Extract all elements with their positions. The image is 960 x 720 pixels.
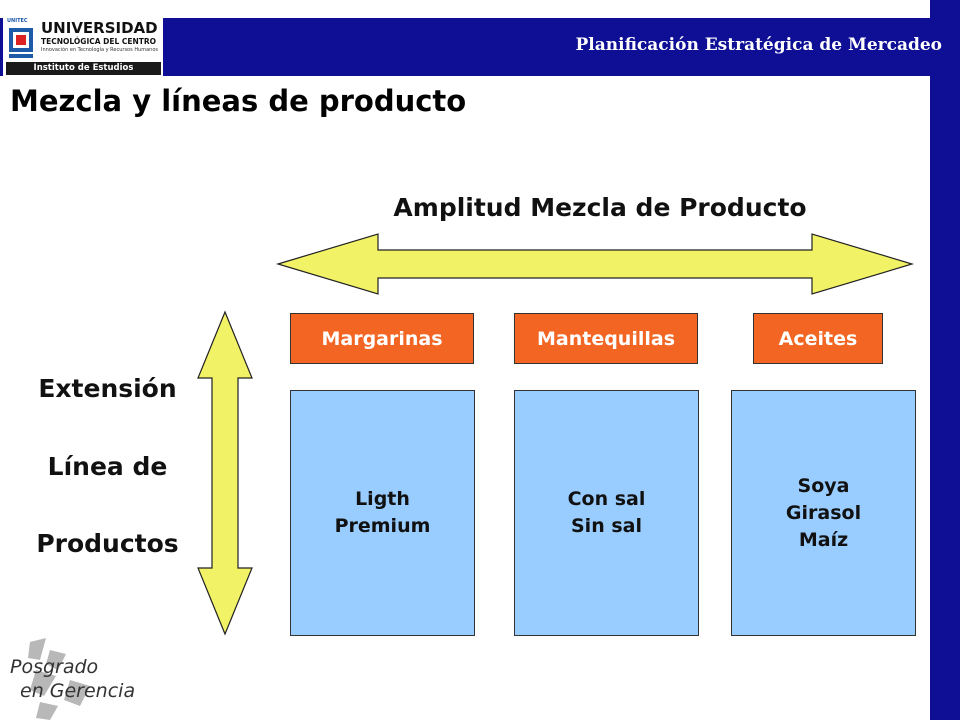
product-box-mantequillas: Con sal Sin sal [514,390,699,636]
logo-institute-name: Instituto de Estudios Gerenciales [6,62,161,86]
product-box-margarinas: Ligth Premium [290,390,475,636]
product-item: Con sal [567,488,646,510]
logo-university-subtitle: TECNOLÓGICA DEL CENTRO [41,37,157,46]
length-label-line-3: Productos [36,529,179,558]
length-label-line-2: Línea de [47,452,168,481]
product-item: Premium [334,515,431,537]
length-label-line-1: Extensión [38,374,177,403]
logo-badge: UNITEC [7,18,28,24]
course-title: Planificación Estratégica de Mercadeo [575,35,943,55]
category-aceites: Aceites [753,313,883,364]
width-axis-label: Amplitud Mezcla de Producto [393,193,807,222]
category-mantequillas: Mantequillas [514,313,698,364]
product-box-aceites: Soya Girasol Maíz [731,390,916,636]
right-side-bar [930,0,960,720]
horizontal-double-arrow [275,233,915,295]
product-item: Ligth [355,488,410,510]
page-title: Mezcla y líneas de producto [10,84,467,118]
vertical-double-arrow [197,310,253,636]
product-item: Sin sal [571,515,642,537]
posgrado-logo-line-2: en Gerencia [20,680,136,702]
logo-university-tagline: Innovación en Tecnología y Recursos Huma… [41,47,159,53]
posgrado-logo-line-1: Posgrado [10,656,99,678]
product-item: Maíz [798,528,849,551]
logo-university-name: UNIVERSIDAD [41,19,158,37]
category-margarinas: Margarinas [290,313,474,364]
product-item: Girasol [785,501,862,524]
university-logo: UNITEC UNIVERSIDAD TECNOLÓGICA DEL CENTR… [3,18,163,86]
product-item: Soya [797,474,850,497]
university-emblem-icon [7,24,35,60]
posgrado-logo-icon [28,638,90,720]
